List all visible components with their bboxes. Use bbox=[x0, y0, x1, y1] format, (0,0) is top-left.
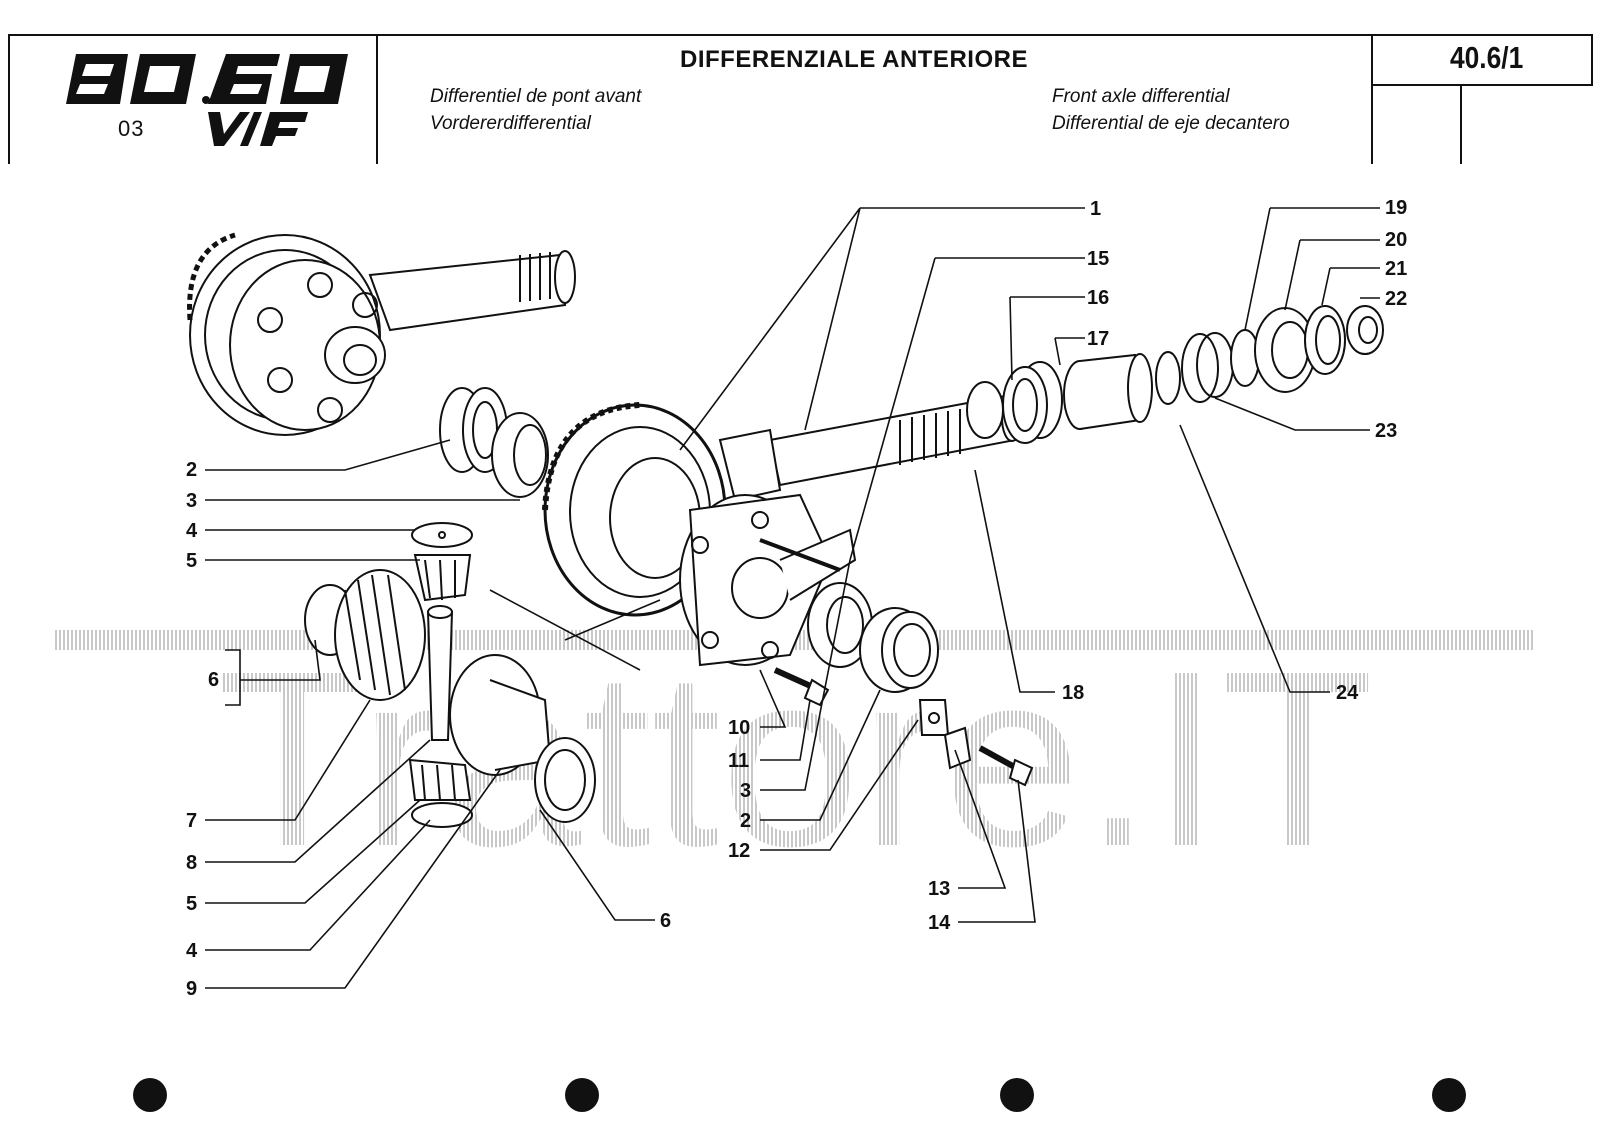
callout-20: 20 bbox=[1385, 229, 1407, 251]
subtitle-english: Front axle differential bbox=[1052, 86, 1230, 107]
callout-4-lower: 4 bbox=[186, 940, 198, 962]
callout-24: 24 bbox=[1336, 682, 1359, 704]
callout-13: 13 bbox=[928, 878, 950, 900]
callout-3-lower: 3 bbox=[740, 780, 751, 802]
nut-22-illustration bbox=[1346, 305, 1384, 355]
thrust-washer-lower-illustration bbox=[411, 802, 473, 828]
bearing-23-illustration bbox=[1181, 332, 1234, 403]
callout-6-left: 6 bbox=[208, 669, 219, 691]
subtitle-french: Differentiel de pont avant bbox=[430, 86, 642, 107]
header-box-rule bbox=[1460, 84, 1462, 164]
callout-17: 17 bbox=[1087, 328, 1109, 350]
callout-9: 9 bbox=[186, 978, 197, 1000]
spider-pin-illustration bbox=[426, 605, 454, 741]
header-top-rule bbox=[8, 34, 1593, 36]
callout-8: 8 bbox=[186, 852, 197, 874]
spacer-17-illustration bbox=[1063, 353, 1153, 430]
subtitle-spanish: Differential de eje decantero bbox=[1052, 113, 1290, 134]
callout-14: 14 bbox=[928, 912, 951, 934]
lock-plate-illustration bbox=[918, 699, 972, 770]
differential-housing-illustration bbox=[679, 493, 857, 667]
page-number: 40.6/1 bbox=[1450, 40, 1524, 75]
cap-screw-illustration bbox=[978, 745, 1034, 787]
side-gear-left-illustration bbox=[304, 569, 426, 701]
bearing-cup-right-illustration bbox=[859, 607, 939, 693]
header-left-rule bbox=[8, 34, 10, 164]
leader-lines bbox=[205, 207, 1380, 989]
callout-1: 1 bbox=[1090, 198, 1101, 220]
assembled-differential-illustration bbox=[187, 232, 576, 436]
planet-pinion-upper-illustration bbox=[413, 554, 472, 602]
binder-hole bbox=[1432, 1078, 1466, 1112]
callout-10: 10 bbox=[728, 717, 750, 739]
bearing-cone-illustration bbox=[491, 412, 549, 498]
shim-24-illustration bbox=[1155, 351, 1181, 405]
thrust-washer-upper-illustration bbox=[411, 522, 473, 548]
callout-5-lower: 5 bbox=[186, 893, 197, 915]
callout-18: 18 bbox=[1062, 682, 1084, 704]
callout-2-upper: 2 bbox=[186, 459, 197, 481]
binder-hole bbox=[133, 1078, 167, 1112]
subtitle-german: Vordererdifferential bbox=[430, 113, 591, 134]
binder-hole bbox=[565, 1078, 599, 1112]
planet-pinion-lower-illustration bbox=[408, 758, 472, 801]
bolt-illustration bbox=[773, 667, 830, 707]
washer-21-illustration bbox=[1304, 305, 1346, 375]
model-logo bbox=[66, 54, 348, 146]
header-divider-left bbox=[376, 34, 378, 164]
callout-5-upper: 5 bbox=[186, 550, 197, 572]
callout-22: 22 bbox=[1385, 288, 1407, 310]
callout-12: 12 bbox=[728, 840, 750, 862]
header-right-rule bbox=[1591, 34, 1593, 84]
callout-23: 23 bbox=[1375, 420, 1397, 442]
callout-19: 19 bbox=[1385, 197, 1407, 219]
callout-labels: 1 15 16 17 19 20 21 22 23 2 3 4 5 6 7 8 … bbox=[186, 197, 1407, 1000]
callout-21: 21 bbox=[1385, 258, 1407, 280]
callout-11: 11 bbox=[728, 750, 749, 772]
bearing-16-illustration bbox=[966, 361, 1063, 444]
page-title: DIFFERENZIALE ANTERIORE bbox=[680, 46, 1028, 73]
callout-4-upper: 4 bbox=[186, 520, 198, 542]
callout-15: 15 bbox=[1087, 248, 1109, 270]
callout-2-lower: 2 bbox=[740, 810, 751, 832]
header-box-bottom bbox=[1371, 84, 1593, 86]
model-code: 03 bbox=[118, 116, 145, 141]
crown-wheel-illustration bbox=[542, 402, 727, 617]
callout-3-upper: 3 bbox=[186, 490, 197, 512]
callout-6-right: 6 bbox=[660, 910, 671, 932]
callout-16: 16 bbox=[1087, 287, 1109, 309]
side-gear-right-illustration bbox=[449, 654, 596, 823]
callout-7: 7 bbox=[186, 810, 197, 832]
binder-hole bbox=[1000, 1078, 1034, 1112]
header-divider-right bbox=[1371, 34, 1373, 164]
